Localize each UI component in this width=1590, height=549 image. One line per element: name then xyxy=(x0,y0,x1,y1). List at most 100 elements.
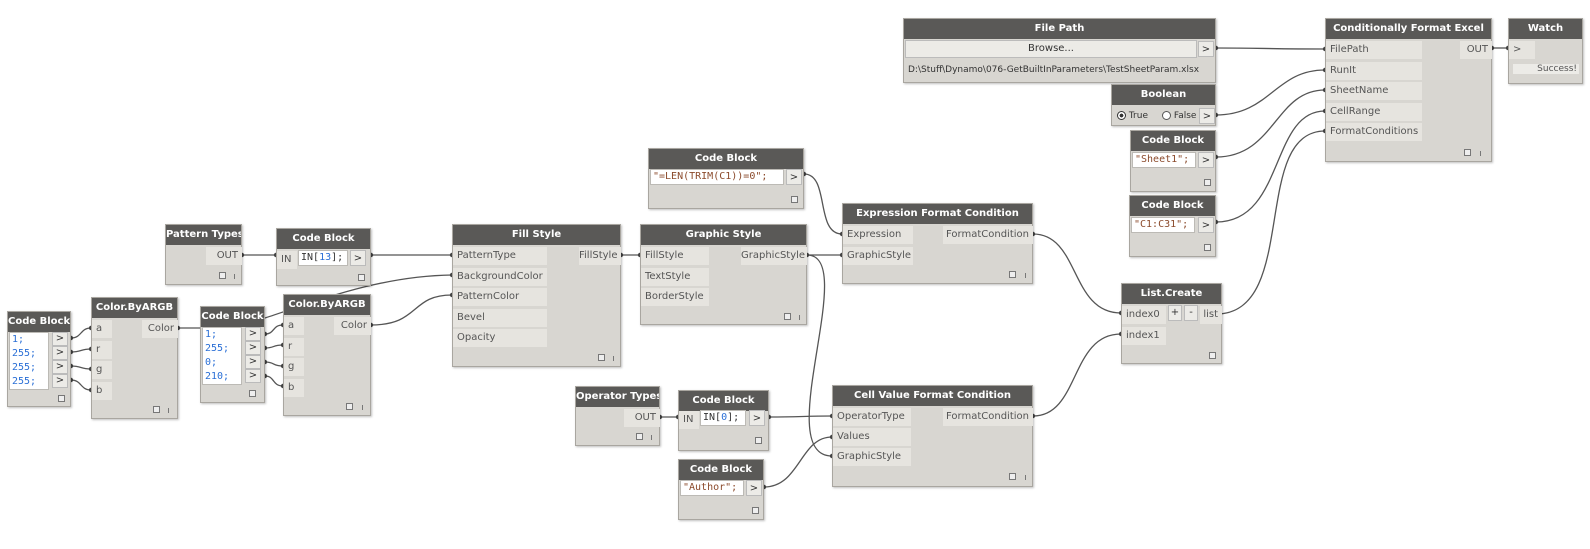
code-block-expression-node[interactable]: Code Block "=LEN(TRIM(C1))=0"; > xyxy=(648,148,804,209)
file-path-node[interactable]: File Path Browse... > D:\Stuff\Dynamo\07… xyxy=(903,18,1216,83)
output-port-out[interactable]: OUT xyxy=(624,409,660,427)
input-port-in[interactable]: IN xyxy=(277,251,297,269)
output-port-out[interactable]: OUT xyxy=(1460,41,1492,59)
output-port[interactable]: > xyxy=(350,250,366,266)
input-port-graphicstyle[interactable]: GraphicStyle xyxy=(843,247,913,265)
code-editor[interactable]: 1;255;255;255; xyxy=(9,332,49,390)
output-port-4[interactable]: > xyxy=(245,369,261,383)
input-port-r[interactable]: r xyxy=(284,338,304,356)
code-block-pattern-color-values-node[interactable]: Code Block 1;255;0;210; > > > > xyxy=(200,306,265,403)
operator-types-node[interactable]: Operator Types OUT xyxy=(575,386,660,446)
code-block-range-node[interactable]: Code Block "C1:C31"; > xyxy=(1129,195,1216,257)
preview-toggle-icon[interactable] xyxy=(1204,179,1211,186)
add-input-button[interactable]: + xyxy=(1168,305,1182,321)
preview-toggle-icon[interactable] xyxy=(1209,352,1216,359)
code-editor[interactable]: "Sheet1"; xyxy=(1132,152,1196,168)
preview-toggle-icon[interactable] xyxy=(791,196,798,203)
input-port-b[interactable]: b xyxy=(92,382,112,400)
output-port-4[interactable]: > xyxy=(52,374,68,388)
resize-handle-icon[interactable] xyxy=(1025,273,1026,278)
code-editor[interactable]: "=LEN(TRIM(C1))=0"; xyxy=(650,169,784,185)
true-radio[interactable]: True xyxy=(1117,110,1148,122)
output-port-3[interactable]: > xyxy=(245,355,261,369)
browse-button[interactable]: Browse... xyxy=(905,40,1197,58)
output-port-color[interactable]: Color xyxy=(334,317,371,335)
cell-value-format-condition-node[interactable]: Cell Value Format Condition OperatorType… xyxy=(832,385,1033,487)
preview-toggle-icon[interactable] xyxy=(752,507,759,514)
color-by-argb-node-1[interactable]: Color.ByARGB a r g b Color xyxy=(91,297,178,419)
input-port-in[interactable]: IN xyxy=(679,411,699,429)
preview-toggle-icon[interactable] xyxy=(249,390,256,397)
input-port-index1[interactable]: index1 xyxy=(1122,327,1166,345)
input-port-bevel[interactable]: Bevel xyxy=(453,309,547,327)
conditionally-format-excel-node[interactable]: Conditionally Format Excel FilePath RunI… xyxy=(1325,18,1492,162)
output-port-formatcondition[interactable]: FormatCondition xyxy=(943,226,1033,244)
input-port-filepath[interactable]: FilePath xyxy=(1326,41,1422,59)
resize-handle-icon[interactable] xyxy=(168,408,169,413)
output-port[interactable]: > xyxy=(1198,41,1214,57)
resize-handle-icon[interactable] xyxy=(1025,475,1026,480)
output-port-list[interactable]: list xyxy=(1200,306,1222,324)
preview-toggle-icon[interactable] xyxy=(219,272,226,279)
output-port[interactable]: > xyxy=(749,410,765,426)
resize-handle-icon[interactable] xyxy=(651,435,652,440)
code-editor[interactable]: IN[0]; xyxy=(700,410,746,426)
input-port-values[interactable]: Values xyxy=(833,428,911,446)
color-by-argb-node-2[interactable]: Color.ByARGB a r g b Color xyxy=(283,294,371,416)
code-block-author-node[interactable]: Code Block "Author"; > xyxy=(678,459,764,520)
expression-format-condition-node[interactable]: Expression Format Condition Expression G… xyxy=(842,203,1033,284)
fill-style-node[interactable]: Fill Style PatternType BackgroundColor P… xyxy=(452,224,621,367)
input-port-backgroundcolor[interactable]: BackgroundColor xyxy=(453,268,547,286)
code-block-in13-node[interactable]: Code Block IN IN[13]; > xyxy=(276,228,371,286)
preview-toggle-icon[interactable] xyxy=(358,274,365,281)
output-port[interactable]: > xyxy=(786,169,802,185)
input-port[interactable]: > xyxy=(1509,41,1535,59)
output-port[interactable]: > xyxy=(1199,108,1215,124)
preview-toggle-icon[interactable] xyxy=(755,437,762,444)
false-radio[interactable]: False xyxy=(1162,110,1196,122)
output-port[interactable]: > xyxy=(746,480,762,496)
input-port-patterntype[interactable]: PatternType xyxy=(453,247,547,265)
output-port[interactable]: > xyxy=(1198,152,1214,168)
remove-input-button[interactable]: - xyxy=(1184,305,1198,321)
input-port-patterncolor[interactable]: PatternColor xyxy=(453,288,547,306)
input-port-runit[interactable]: RunIt xyxy=(1326,62,1422,80)
code-editor[interactable]: 1;255;0;210; xyxy=(202,327,242,385)
input-port-g[interactable]: g xyxy=(92,361,112,379)
output-port-graphicstyle[interactable]: GraphicStyle xyxy=(741,247,807,265)
output-port-color[interactable]: Color xyxy=(142,320,178,338)
resize-handle-icon[interactable] xyxy=(362,405,363,410)
input-port-index0[interactable]: index0 xyxy=(1122,306,1166,324)
output-port-1[interactable]: > xyxy=(52,332,68,346)
code-editor[interactable]: "Author"; xyxy=(680,480,744,496)
input-port-opacity[interactable]: Opacity xyxy=(453,329,547,347)
preview-toggle-icon[interactable] xyxy=(1009,473,1016,480)
preview-toggle-icon[interactable] xyxy=(58,395,65,402)
code-block-sheet-node[interactable]: Code Block "Sheet1"; > xyxy=(1130,130,1216,192)
input-port-r[interactable]: r xyxy=(92,341,112,359)
code-editor[interactable]: "C1:C31"; xyxy=(1131,217,1195,233)
input-port-operatortype[interactable]: OperatorType xyxy=(833,408,911,426)
input-port-a[interactable]: a xyxy=(92,320,112,338)
input-port-sheetname[interactable]: SheetName xyxy=(1326,82,1422,100)
boolean-node[interactable]: Boolean True False > xyxy=(1111,84,1216,126)
resize-handle-icon[interactable] xyxy=(1480,151,1481,156)
input-port-formatconditions[interactable]: FormatConditions xyxy=(1326,123,1422,141)
input-port-fillstyle[interactable]: FillStyle xyxy=(641,247,709,265)
output-port-2[interactable]: > xyxy=(52,346,68,360)
resize-handle-icon[interactable] xyxy=(234,274,235,279)
preview-toggle-icon[interactable] xyxy=(784,313,791,320)
input-port-a[interactable]: a xyxy=(284,317,304,335)
code-block-in0-node[interactable]: Code Block IN IN[0]; > xyxy=(678,390,769,451)
output-port-formatcondition[interactable]: FormatCondition xyxy=(943,408,1033,426)
output-port-out[interactable]: OUT xyxy=(206,247,242,265)
list-create-node[interactable]: List.Create index0 index1 + - list xyxy=(1121,283,1222,364)
preview-toggle-icon[interactable] xyxy=(1009,271,1016,278)
preview-toggle-icon[interactable] xyxy=(1204,244,1211,251)
input-port-b[interactable]: b xyxy=(284,379,304,397)
input-port-g[interactable]: g xyxy=(284,358,304,376)
graphic-style-node[interactable]: Graphic Style FillStyle TextStyle Border… xyxy=(640,224,807,325)
input-port-textstyle[interactable]: TextStyle xyxy=(641,268,709,286)
preview-toggle-icon[interactable] xyxy=(598,354,605,361)
preview-toggle-icon[interactable] xyxy=(346,403,353,410)
